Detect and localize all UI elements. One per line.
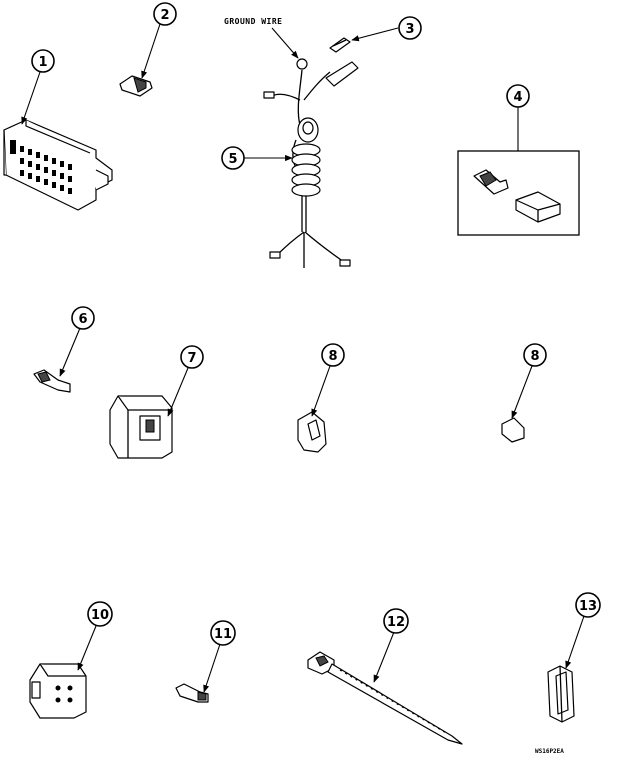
callout-4: 4 <box>513 90 522 105</box>
callout-6: 6 <box>78 312 87 327</box>
callout-2: 2 <box>160 8 169 23</box>
callout-12: 12 <box>387 615 405 630</box>
part-1-connector-block <box>3 119 113 211</box>
callout-circle-7 <box>180 345 204 369</box>
part-8-small-clip <box>501 417 525 443</box>
callout-circle-11 <box>210 620 236 646</box>
callout-5: 5 <box>228 152 237 167</box>
callout-8b: 8 <box>530 349 539 364</box>
part-8-wire-clip <box>297 411 327 453</box>
part-12-cable-tie <box>307 651 463 745</box>
part-6-terminal <box>33 369 71 393</box>
part-2-clip <box>119 75 153 97</box>
part-4-terminal-kit <box>457 150 580 236</box>
callout-circle-8a <box>321 343 345 367</box>
callout-circle-12 <box>383 608 409 634</box>
callout-circle-10 <box>87 601 113 627</box>
callout-circle-1 <box>31 49 55 73</box>
ground-wire-label: GROUND WIRE <box>224 17 282 26</box>
callout-circle-5 <box>221 146 245 170</box>
callout-circle-13 <box>575 592 601 618</box>
part-3-screw <box>329 37 351 53</box>
callout-circle-3 <box>398 16 422 40</box>
part-5-wire-harness <box>263 58 359 268</box>
callout-8a: 8 <box>328 349 337 364</box>
part-13-retainer <box>547 665 575 723</box>
callout-circle-2 <box>153 2 177 26</box>
callout-1: 1 <box>38 55 47 70</box>
callout-circle-8b <box>523 343 547 367</box>
part-11-pin-terminal <box>175 683 209 703</box>
callout-11: 11 <box>214 627 232 642</box>
part-10-connector-plug <box>29 663 87 719</box>
callout-3: 3 <box>405 22 414 37</box>
callout-circle-4 <box>506 84 530 108</box>
callout-13: 13 <box>579 599 597 614</box>
part-7-connector-housing <box>109 395 173 459</box>
callout-7: 7 <box>187 351 196 366</box>
drawing-id: WS16P2EA <box>535 748 564 755</box>
callout-circle-6 <box>71 306 95 330</box>
callout-10: 10 <box>91 608 109 623</box>
